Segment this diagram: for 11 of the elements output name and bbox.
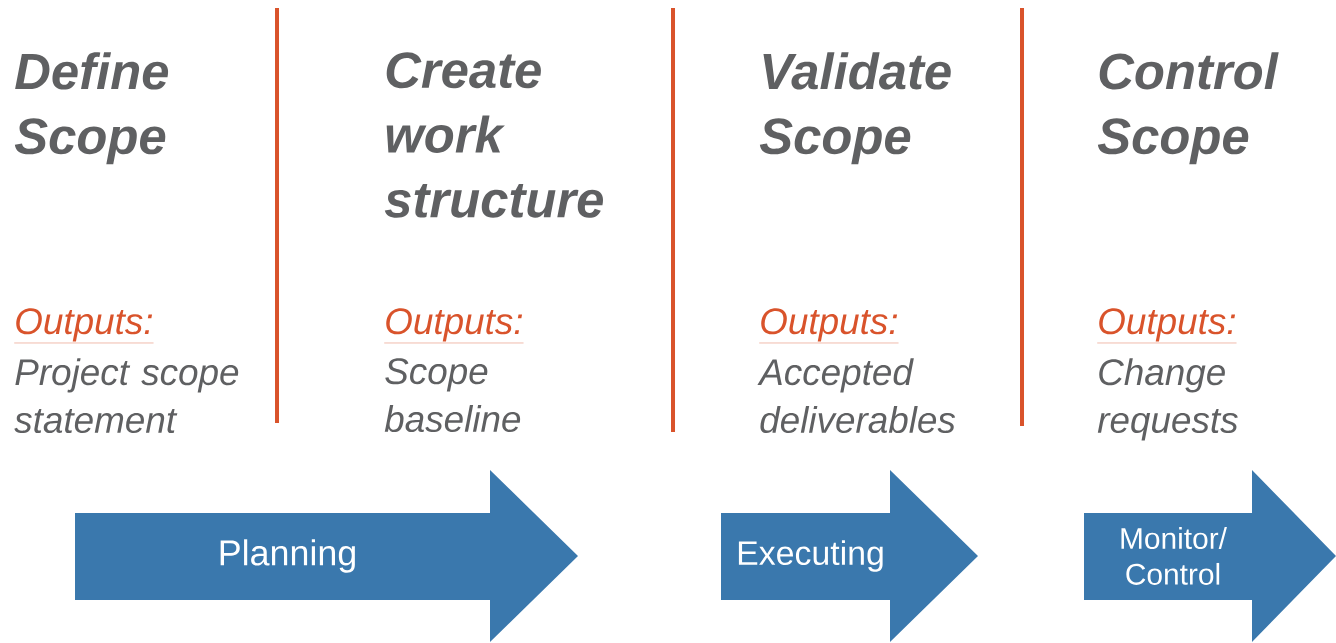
output-text: Scope baseline: [384, 358, 521, 433]
step-heading: Create work structure: [384, 52, 603, 218]
output-text: Accepted deliverables: [757, 358, 956, 434]
outputs-label: Outputs:: [1097, 308, 1237, 344]
outputs-label: Outputs:: [14, 308, 154, 344]
step-heading: Validate Scope: [759, 52, 951, 165]
outputs-label: Outputs:: [384, 308, 524, 344]
output-text: Project scope statement: [14, 358, 239, 434]
step-heading: Control Scope: [1097, 52, 1279, 165]
outputs-label: Outputs:: [759, 308, 899, 344]
step-heading: Define Scope: [14, 52, 169, 165]
